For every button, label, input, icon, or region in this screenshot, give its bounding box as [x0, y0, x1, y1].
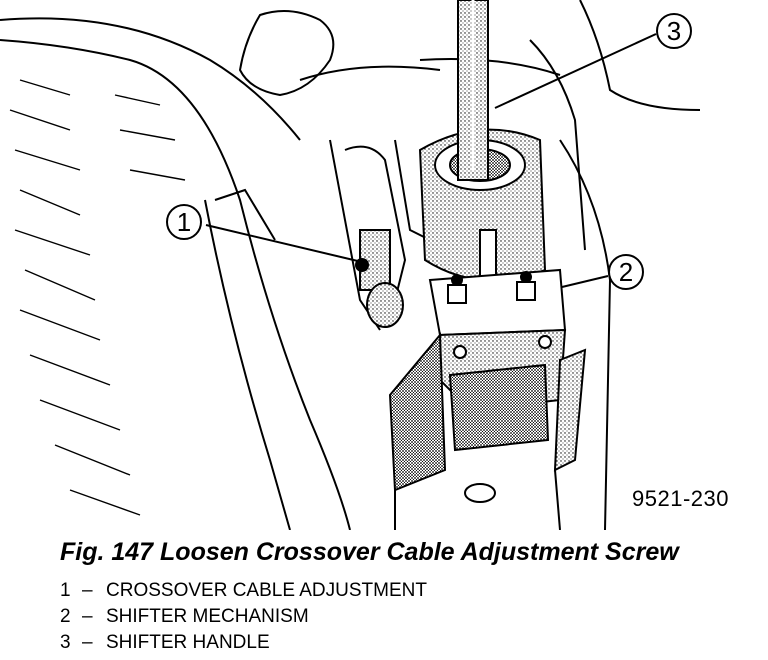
legend: 1 – CROSSOVER CABLE ADJUSTMENT 2 – SHIFT…	[60, 578, 427, 656]
legend-number: 2	[60, 606, 71, 627]
callout-2: 2	[608, 254, 644, 290]
figure-code: 9521-230	[632, 486, 729, 511]
legend-number: 1	[60, 580, 71, 601]
seat-hatch-lines	[9, 79, 186, 516]
crossover-cable-adjustment	[329, 139, 431, 331]
legend-number: 3	[60, 632, 71, 653]
hand-outline	[238, 10, 335, 97]
legend-label: SHIFTER MECHANISM	[106, 606, 309, 627]
legend-dash: –	[82, 580, 93, 601]
legend-item: 1 – CROSSOVER CABLE ADJUSTMENT	[60, 578, 427, 604]
leader-lines	[205, 33, 657, 288]
right-seat-panel	[299, 0, 701, 530]
legend-dash: –	[82, 632, 93, 653]
mounting-nuts	[447, 271, 536, 304]
legend-label: SHIFTER HANDLE	[106, 632, 270, 653]
shifter-handle	[457, 0, 489, 181]
legend-dash: –	[82, 606, 93, 627]
shifter-mechanism	[388, 268, 587, 530]
legend-label: CROSSOVER CABLE ADJUSTMENT	[106, 580, 427, 601]
shifter-illustration	[0, 0, 701, 530]
callout-3: 3	[656, 13, 692, 49]
legend-item: 3 – SHIFTER HANDLE	[60, 630, 427, 656]
left-seat-panel	[0, 17, 351, 530]
legend-item: 2 – SHIFTER MECHANISM	[60, 604, 427, 630]
figure-caption: Fig. 147 Loosen Crossover Cable Adjustme…	[60, 538, 679, 566]
callout-1: 1	[166, 204, 202, 240]
